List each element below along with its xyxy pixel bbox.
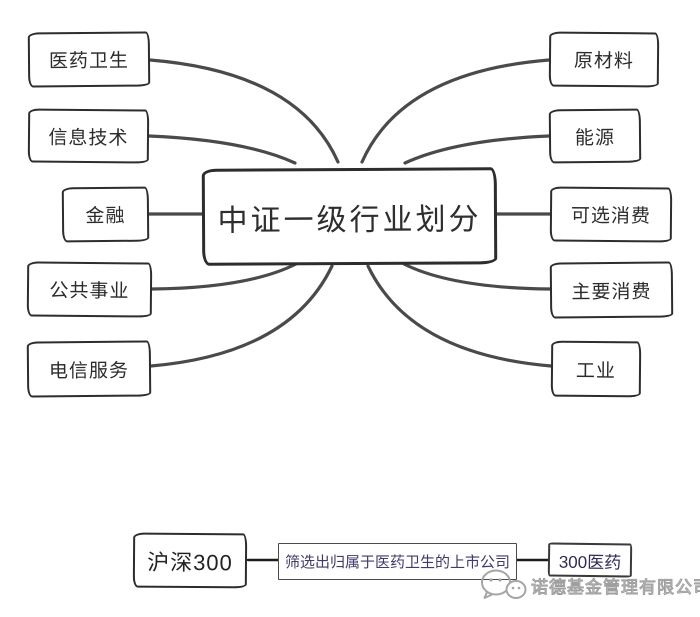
node-materials: 原材料 [548,31,660,88]
flow-result-box: 300医药 [547,542,633,578]
node-telecom: 电信服务 [26,340,152,398]
flow-source-box: 沪深300 [132,532,248,589]
center-node: 中证一级行业划分 [201,167,498,266]
connector-consumer-staples [402,262,552,291]
connector-info-tech [147,134,297,165]
node-consumer-discretionary: 可选消费 [549,186,673,243]
node-info-tech: 信息技术 [27,108,150,164]
node-energy: 能源 [548,108,642,164]
node-industrials: 工业 [550,340,642,398]
node-consumer-staples: 主要消费 [549,261,674,319]
node-utilities: 公共事业 [26,261,153,318]
connector-utilities [150,262,298,291]
connector-energy [403,134,551,165]
flow-process-box: 筛选出归属于医药卫生的上市公司 [278,543,517,580]
connector-materials [360,58,551,164]
connector-industrials [366,264,553,368]
connector-telecom [149,264,334,368]
node-healthcare: 医药卫生 [27,31,151,88]
connector-healthcare [148,58,340,164]
node-finance: 金融 [61,186,150,243]
